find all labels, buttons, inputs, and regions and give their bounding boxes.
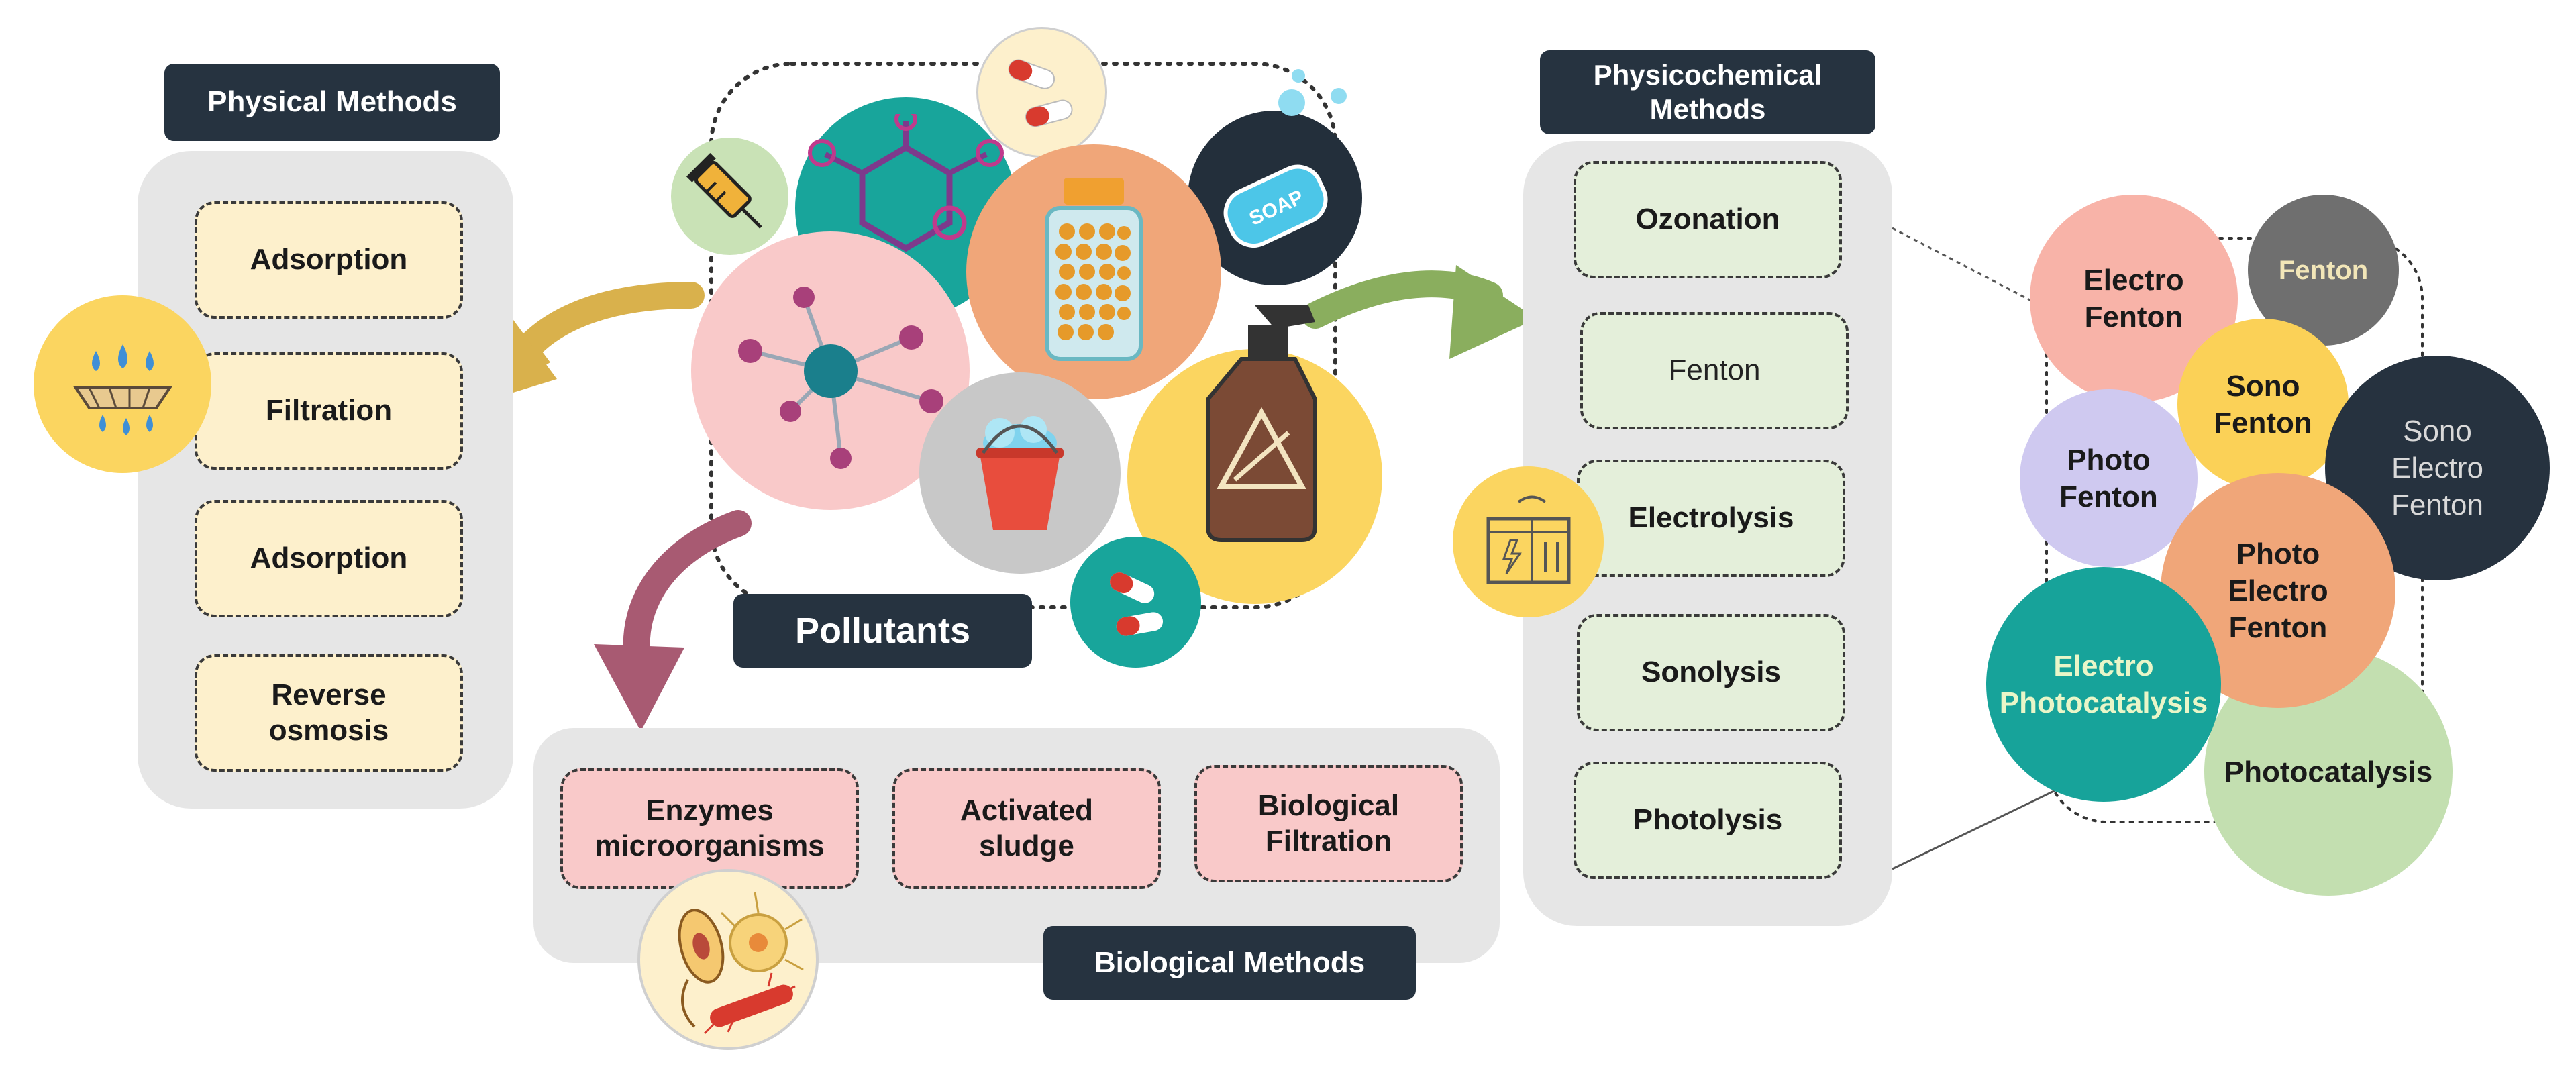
- physicochemical-item-fenton: Fenton: [1580, 312, 1849, 429]
- bubble-electro-photocatalysis: Electro Photocatalysis: [1986, 567, 2221, 802]
- filtration-icon: [34, 295, 211, 473]
- electrolysis-icon-circle: [1453, 466, 1604, 617]
- spray-bottle-icon: [1194, 299, 1329, 547]
- physical-methods-title: Physical Methods: [164, 64, 500, 141]
- physicochemical-item-electrolysis: Electrolysis: [1577, 460, 1845, 577]
- bacteria-icon: [678, 892, 804, 1035]
- bucket-icon-circle: [919, 372, 1121, 574]
- syringe-icon: [686, 152, 762, 229]
- microorganisms-icon-circle: [637, 869, 819, 1050]
- bucket-icon: [976, 416, 1064, 530]
- atom-molecule-icon-circle: [691, 231, 970, 510]
- physical-item-adsorption: Adsorption: [195, 201, 463, 319]
- capsule-pills-icon: [1008, 58, 1073, 127]
- medicine-bottle-icon-circle: [966, 144, 1221, 399]
- electrolysis-cell-icon: [1486, 495, 1570, 584]
- ball-stick-molecule-icon: [737, 286, 943, 469]
- physical-item-reverse-osmosis: Reverse osmosis: [195, 654, 463, 772]
- bubble-sono-fenton: Sono Fenton: [2177, 319, 2349, 490]
- biological-methods-title: Biological Methods: [1043, 926, 1416, 1000]
- physicochemical-item-photolysis: Photolysis: [1574, 762, 1842, 879]
- syringe-icon-circle: [671, 138, 788, 255]
- arrow-to-physicochemical: [1302, 265, 1537, 359]
- physicochemical-item-sonolysis: Sonolysis: [1577, 614, 1845, 731]
- physical-item-adsorption-2: Adsorption: [195, 500, 463, 617]
- pills-icon-circle-bottom: [1070, 537, 1201, 668]
- pill-bottle-icon: [1045, 178, 1143, 361]
- physical-item-filtration: Filtration: [195, 352, 463, 470]
- biological-item-enzymes-microorganisms: Enzymes microorganisms: [560, 768, 859, 889]
- capsule-pills-icon-2: [1109, 572, 1163, 636]
- hexagon-molecule-icon: [808, 114, 1004, 252]
- connector-line-bottom: [1892, 780, 2074, 870]
- biological-item-biological-filtration: Biological Filtration: [1194, 765, 1463, 882]
- bubbles-icon: [1272, 64, 1352, 124]
- arrow-to-biological: [594, 510, 752, 731]
- connector-line-top: [1892, 227, 2047, 310]
- physicochemical-item-ozonation: Ozonation: [1574, 161, 1842, 278]
- pills-icon-circle-top: [976, 27, 1107, 158]
- bubble-photo-fenton: Photo Fenton: [2020, 389, 2198, 567]
- pollutants-label: Pollutants: [733, 594, 1032, 668]
- biological-item-activated-sludge: Activated sludge: [892, 768, 1161, 889]
- physicochemical-methods-title: Physicochemical Methods: [1540, 50, 1875, 134]
